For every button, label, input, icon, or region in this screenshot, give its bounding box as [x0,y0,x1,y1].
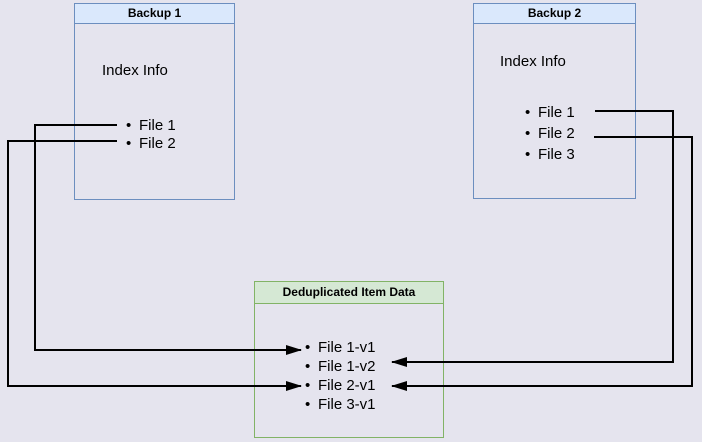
list-item: • File 3 [525,144,575,165]
bullet-icon: • [126,135,132,152]
list-item: • File 2 [525,123,575,144]
list-item: • File 1-v2 [305,357,376,376]
bullet-icon: • [305,339,311,356]
backup1-header: Backup 1 [75,4,234,24]
backup2-header: Backup 2 [474,4,635,24]
dedup-file-list: • File 1-v1 • File 1-v2 • File 2-v1 • File 3-v1 [305,338,376,414]
backup2-node: Backup 2 Index Info • File 1 • File 2 • File … [473,3,636,199]
backup2-file-list: • File 1 • File 2 • File 3 [525,102,575,165]
backup1-title: Backup 1 [127,6,182,20]
list-item: • File 3-v1 [305,395,376,414]
list-item: • File 1-v1 [305,338,376,357]
bullet-icon: • [126,117,132,134]
bullet-icon: • [305,377,311,394]
bullet-icon: • [525,104,531,121]
list-item: • File 1 [126,117,176,135]
bullet-icon: • [305,358,311,375]
backup2-title: Backup 2 [527,6,582,20]
bullet-icon: • [525,146,531,163]
list-item: • File 2-v1 [305,376,376,395]
backup1-file-list: • File 1 • File 2 [126,117,176,153]
list-item-label: File 2-v1 [318,377,376,394]
list-item-label: File 2 [538,125,575,142]
list-item-label: File 3 [538,146,575,163]
backup1-index-info-label: Index Info [102,62,168,79]
dedup-header: Deduplicated Item Data [255,282,443,304]
list-item: • File 2 [126,135,176,153]
list-item-label: File 1-v1 [318,339,376,356]
list-item: • File 1 [525,102,575,123]
list-item-label: File 2 [139,135,176,152]
dedup-node: Deduplicated Item Data • File 1-v1 • File 1… [254,281,444,438]
list-item-label: File 1-v2 [318,358,376,375]
list-item-label: File 1 [538,104,575,121]
bullet-icon: • [525,125,531,142]
list-item-label: File 3-v1 [318,396,376,413]
backup1-node: Backup 1 Index Info • File 1 • File 2 [74,3,235,200]
bullet-icon: • [305,396,311,413]
list-item-label: File 1 [139,117,176,134]
backup2-index-info-label: Index Info [500,53,566,70]
dedup-title: Deduplicated Item Data [282,285,416,299]
